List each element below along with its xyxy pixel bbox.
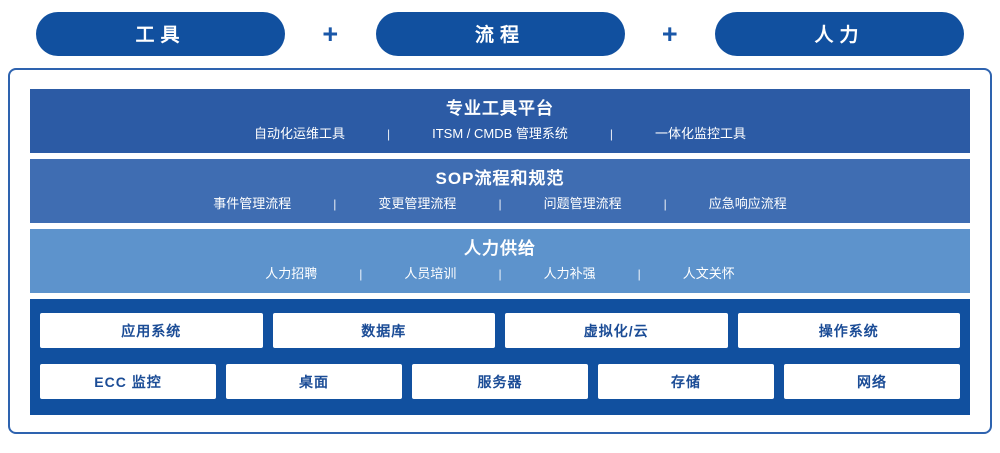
- band-sop-process-title: SOP流程和规范: [435, 169, 565, 188]
- band-item: 变更管理流程: [378, 196, 457, 211]
- infra-box-network: 网络: [784, 364, 960, 399]
- band-item: ITSM / CMDB 管理系统: [432, 126, 568, 141]
- plus-sign: +: [661, 18, 678, 49]
- band-item: 一体化监控工具: [655, 126, 747, 141]
- pill-tools-label: 工具: [135, 25, 186, 46]
- band-tool-platform-title: 专业工具平台: [446, 99, 554, 118]
- band-people-supply-title: 人力供给: [464, 239, 536, 258]
- item-separator: |: [637, 267, 641, 281]
- item-separator: |: [663, 197, 667, 211]
- infra-box-database: 数据库: [272, 313, 495, 348]
- infra-box-desktop: 桌面: [226, 364, 402, 399]
- infra-box-app-systems: 应用系统: [40, 313, 263, 348]
- header-row: 工具 + 流程 + 人力: [36, 11, 964, 56]
- item-separator: |: [498, 197, 502, 211]
- item-separator: |: [333, 197, 337, 211]
- band-tool-platform: 专业工具平台 自动化运维工具 | ITSM / CMDB 管理系统 | 一体化监…: [30, 89, 970, 153]
- main-container: 专业工具平台 自动化运维工具 | ITSM / CMDB 管理系统 | 一体化监…: [8, 68, 992, 434]
- band-item: 事件管理流程: [213, 196, 292, 211]
- pill-tools: 工具: [36, 11, 285, 56]
- item-separator: |: [609, 127, 614, 141]
- infra-box-operating-system: 操作系统: [737, 313, 960, 348]
- band-people-supply-items: 人力招聘 | 人员培训 | 人力补强 | 人文关怀: [30, 265, 970, 283]
- infrastructure-row-2: ECC 监控 桌面 服务器 存储 网络: [40, 364, 960, 399]
- band-item: 应急响应流程: [708, 196, 787, 211]
- band-item: 问题管理流程: [543, 196, 622, 211]
- band-people-supply: 人力供给 人力招聘 | 人员培训 | 人力补强 | 人文关怀: [30, 229, 970, 293]
- item-separator: |: [359, 267, 363, 281]
- pill-process: 流程: [375, 11, 625, 56]
- infrastructure-section: 应用系统 数据库 虚拟化/云 操作系统 ECC 监控 桌面 服务器 存储 网络: [30, 299, 970, 415]
- band-item: 人文关怀: [682, 266, 735, 281]
- band-item: 人员培训: [404, 266, 457, 281]
- item-separator: |: [386, 127, 391, 141]
- ops-capability-diagram: 工具 + 流程 + 人力 专业工具平台 自动化运维工具 | ITSM / CMD…: [0, 11, 1000, 453]
- band-sop-process-items: 事件管理流程 | 变更管理流程 | 问题管理流程 | 应急响应流程: [30, 195, 970, 213]
- band-tool-platform-items: 自动化运维工具 | ITSM / CMDB 管理系统 | 一体化监控工具: [30, 125, 970, 143]
- infra-box-ecc-monitoring: ECC 监控: [40, 364, 216, 399]
- pill-people: 人力: [715, 11, 964, 56]
- band-item: 人力招聘: [265, 266, 318, 281]
- pill-people-label: 人力: [814, 25, 865, 46]
- band-item: 自动化运维工具: [253, 126, 345, 141]
- infra-box-server: 服务器: [412, 364, 588, 399]
- band-sop-process: SOP流程和规范 事件管理流程 | 变更管理流程 | 问题管理流程 | 应急响应…: [30, 159, 970, 223]
- pill-process-label: 流程: [474, 25, 525, 46]
- band-item: 人力补强: [543, 266, 596, 281]
- item-separator: |: [498, 267, 502, 281]
- infra-box-storage: 存储: [598, 364, 774, 399]
- infrastructure-row-1: 应用系统 数据库 虚拟化/云 操作系统: [40, 313, 960, 348]
- plus-sign: +: [322, 18, 339, 49]
- infra-box-virtualization-cloud: 虚拟化/云: [505, 313, 728, 348]
